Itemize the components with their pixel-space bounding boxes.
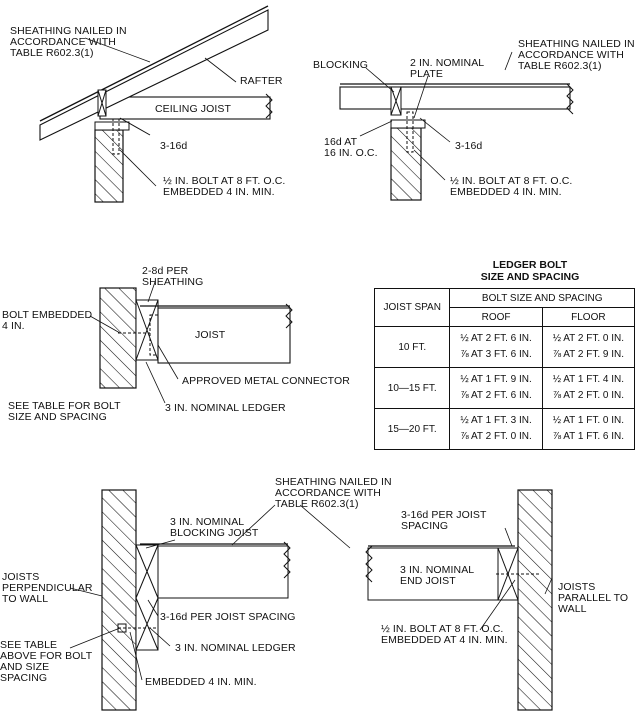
metal-connector (149, 314, 159, 356)
ledger-label: 3 IN. NOMINAL LEDGER (165, 402, 286, 414)
table-row: 10—15 FT. ½ AT 1 FT. 9 IN. ⅞ AT 2 FT. 6 I… (373, 367, 636, 409)
cell-floor: ½ AT 1 FT. 4 IN. ⅞ AT 2 FT. 0 IN. (541, 367, 636, 409)
cell-line: ½ AT 1 FT. 9 IN. (460, 374, 532, 385)
cell-line: ½ AT 1 FT. 3 IN. (460, 415, 532, 426)
cell-line: ⅞ AT 2 FT. 9 IN. (552, 349, 625, 360)
cell-line: ½ AT 2 FT. 0 IN. (552, 333, 625, 344)
blocking-label: BLOCKING (313, 59, 368, 71)
sill-plate (94, 121, 130, 131)
cell-line: ⅞ AT 2 FT. 0 IN. (552, 390, 625, 401)
table-title: LEDGER BOLT SIZE AND SPACING (470, 259, 590, 283)
cell-line: ½ AT 1 FT. 0 IN. (552, 415, 625, 426)
cell-line: ⅞ AT 2 FT. 6 IN. (460, 390, 532, 401)
table-row: 15—20 FT. ½ AT 1 FT. 3 IN. ⅞ AT 2 FT. 0 I… (373, 408, 636, 450)
ledger-label: 3 IN. NOMINAL LEDGER (175, 642, 296, 654)
table-subheader-row: ROOF FLOOR (375, 307, 636, 327)
table-header-row: JOIST SPAN BOLT SIZE AND SPACING (373, 288, 635, 327)
embedded-label: EMBEDDED 4 IN. MIN. (145, 676, 257, 688)
end-joist (367, 547, 499, 601)
cell-line: ⅞ AT 3 FT. 6 IN. (460, 349, 532, 360)
right-wall (517, 489, 553, 711)
cell-span: 15—20 FT. (373, 408, 451, 450)
floor-joist (339, 86, 571, 110)
cell-line: ⅞ AT 2 FT. 0 IN. (460, 431, 532, 442)
bolt-label: ½ IN. BOLT AT 8 FT. O.C.EMBEDDED 4 IN. M… (450, 175, 572, 198)
cell-floor: ½ AT 2 FT. 0 IN. ⅞ AT 2 FT. 9 IN. (541, 326, 636, 368)
cell-roof: ½ AT 1 FT. 3 IN. ⅞ AT 2 FT. 0 IN. (449, 408, 543, 450)
col-floor: FLOOR (541, 307, 636, 327)
cell-span: 10—15 FT. (373, 367, 451, 409)
wall-section (390, 127, 422, 201)
nails-label: 3-16d (455, 140, 482, 152)
connector-label: APPROVED METAL CONNECTOR (182, 375, 350, 387)
table-title-line: SIZE AND SPACING (480, 271, 580, 283)
col-bolt-group: BOLT SIZE AND SPACING (449, 288, 635, 308)
nails-label: 3-16d (160, 140, 187, 152)
joist (157, 307, 291, 364)
joist-label: JOIST (195, 329, 226, 341)
table-row: 10 FT. ½ AT 2 FT. 6 IN.⅞ AT 3 FT. 6 IN. … (373, 326, 636, 368)
cell-roof: ½ AT 1 FT. 9 IN. ⅞ AT 2 FT. 6 IN. (449, 367, 543, 409)
cell-line: ⅞ AT 1 FT. 6 IN. (552, 431, 625, 442)
cell-span: 10 FT. (373, 326, 451, 368)
anchor-bolt (406, 111, 414, 153)
wall-section (99, 287, 137, 389)
table-title-line: LEDGER BOLT (492, 259, 568, 271)
blocking-joist (157, 545, 289, 599)
wall-section (94, 129, 124, 203)
bolt-label: ½ IN. BOLT AT 8 FT. O.C.EMBEDDED 4 IN. M… (163, 175, 285, 198)
nominal-plate (390, 119, 426, 129)
col-joist-span: JOIST SPAN (373, 288, 451, 327)
cell-floor: ½ AT 1 FT. 0 IN. ⅞ AT 1 FT. 6 IN. (541, 408, 636, 450)
cell-roof: ½ AT 2 FT. 6 IN. ⅞ AT 3 FT. 6 IN. (449, 326, 543, 368)
ledger-bolt-table: JOIST SPAN BOLT SIZE AND SPACING ROOF FL… (373, 288, 636, 450)
cell-line: ½ AT 1 FT. 4 IN. (552, 374, 625, 385)
left-ledger (135, 544, 159, 651)
bolt-label: ½ IN. BOLT AT 8 FT. O.C.EMBEDDED AT 4 IN… (381, 623, 508, 646)
ceiling-joist-label: CEILING JOIST (155, 103, 231, 115)
left-wall (101, 489, 137, 711)
rafter-label: RAFTER (240, 75, 283, 87)
col-roof: ROOF (449, 307, 543, 327)
per-joist-spacing-left-label: 3-16d PER JOIST SPACING (160, 611, 296, 623)
cell-line: ½ AT 2 FT. 6 IN. (460, 333, 532, 344)
rafter (39, 9, 269, 141)
